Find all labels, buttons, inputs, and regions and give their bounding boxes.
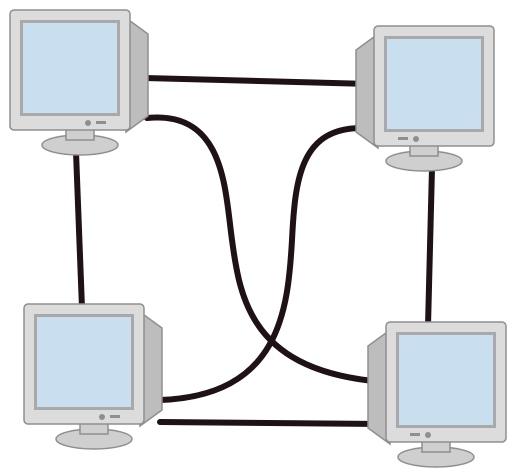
crt-monitor-icon <box>23 303 163 450</box>
link-bottom <box>157 419 387 427</box>
monitor-top-right <box>355 25 495 172</box>
monitor-bottom-right <box>367 321 507 468</box>
link-top <box>142 75 373 87</box>
crt-monitor-icon <box>9 9 149 156</box>
link-left <box>73 149 85 311</box>
crt-monitor-icon <box>355 25 495 172</box>
link-diagonal-tl-br <box>144 114 387 385</box>
monitor-top-left <box>9 9 149 156</box>
link-right <box>425 165 435 329</box>
crt-monitor-icon <box>367 321 507 468</box>
monitor-bottom-left <box>23 303 163 450</box>
link-diagonal-tr-bl <box>157 124 368 403</box>
cable-group <box>73 75 435 427</box>
